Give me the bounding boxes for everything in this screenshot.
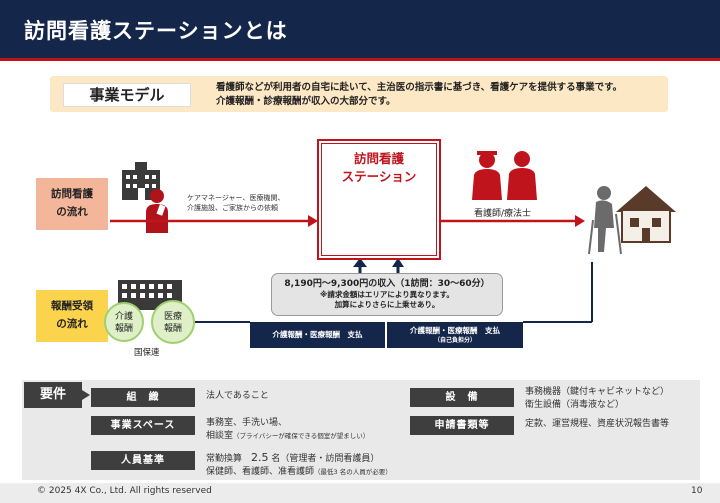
station-box: [317, 139, 441, 260]
payment-flow-label: 報酬受領 の流れ: [36, 290, 108, 342]
req-staffing-suffix: 名（管理者・訪問看護員）: [271, 454, 380, 464]
medical-insurance-line1: 医療: [163, 312, 182, 322]
requirements-tag: 要件: [24, 382, 90, 408]
income-arrow-left: [353, 258, 367, 267]
req-value-space-note: （プライバシーが確保できる個室が望ましい）: [233, 432, 370, 440]
business-model-description: 看護師などが利用者の自宅に赴いて、主治医の指示書に基づき、看護ケアを提供する事業…: [216, 81, 666, 109]
business-model-line2: 介護報酬・診療報酬が収入の大部分です。: [216, 96, 396, 107]
req-staffing-prefix: 常勤換算: [206, 454, 243, 464]
req-staffing-roles: 保健師、看護師、准看護師: [206, 467, 315, 477]
footer-copyright: © 2025 4X Co., Ltd. All rights reserved: [37, 486, 212, 496]
req-staffing-number: 2.5: [251, 451, 269, 464]
station-box-inner: [321, 143, 437, 256]
header-divider: [0, 58, 720, 61]
income-note-1: ※請求金額はエリアにより異なります。: [320, 290, 454, 299]
req-key-equipment: 設 備: [410, 388, 514, 407]
station-title-line1: 訪問看護: [353, 151, 404, 166]
station-title: 訪問看護 ステーション: [317, 150, 441, 186]
page-number: 10: [691, 486, 703, 496]
insurance-org-label: 国保連: [134, 348, 160, 358]
req-value-organization: 法人であること: [206, 391, 269, 401]
income-note-2: 加算によりさらに上乗せあり。: [334, 300, 440, 309]
care-insurance-line2: 報酬: [114, 324, 133, 334]
nurse-icon: [472, 151, 502, 200]
payment-label-right-text: 介護報酬・医療報酬 支払: [410, 326, 500, 335]
care-flow-label: 訪問看護 の流れ: [36, 178, 108, 230]
business-model-label: 事業モデル: [63, 83, 191, 107]
req-value-equipment: 事務機器（鍵付キャビネットなど） 衛生設備（消毒液など）: [525, 386, 669, 412]
staff-label: 看護師/療法士: [474, 209, 532, 219]
req-key-space: 事業スペース: [91, 416, 195, 435]
req-key-documents: 申請書類等: [410, 416, 514, 435]
elderly-person-icon: [588, 186, 622, 255]
payment-flow-line1: 報酬受領: [51, 300, 93, 312]
req-value-staffing: 常勤換算 2.5 名（管理者・訪問看護員） 保健師、看護師、准看護師（最低3 名…: [206, 451, 392, 479]
station-title-line2: ステーション: [341, 169, 417, 184]
req-value-staffing-line2: 保健師、看護師、准看護師（最低3 名の人員が必要）: [206, 466, 392, 479]
req-value-space-room: 相談室: [206, 431, 234, 441]
req-key-organization: 組 織: [91, 388, 195, 407]
medical-insurance-line2: 報酬: [163, 324, 182, 334]
therapist-icon: [507, 151, 537, 200]
business-model-line1: 看護師などが利用者の自宅に赴いて、主治医の指示書に基づき、看護ケアを提供する事業…: [216, 82, 623, 93]
req-value-space-line1: 事務室、手洗い場、: [206, 418, 288, 428]
req-value-staffing-line1: 常勤換算 2.5 名（管理者・訪問看護員）: [206, 451, 392, 466]
care-insurance-line1: 介護: [114, 312, 133, 322]
referral-caption-line2: 介護施設、ご家族からの依頼: [187, 204, 278, 212]
care-insurance-circle: 介護 報酬: [104, 302, 144, 342]
income-arrow-right: [392, 258, 404, 267]
req-key-staffing: 人員基準: [91, 451, 195, 470]
payment-flow-line2: の流れ: [56, 318, 88, 330]
referral-caption-line1: ケアマネージャー、医療機関、: [187, 194, 285, 202]
req-value-space-line2: 相談室（プライバシーが確保できる個室が望ましい）: [206, 430, 369, 443]
care-flow-line1: 訪問看護: [51, 188, 93, 200]
header-bar: [0, 0, 720, 58]
footer-bar: [0, 483, 720, 503]
req-value-space: 事務室、手洗い場、 相談室（プライバシーが確保できる個室が望ましい）: [206, 417, 369, 443]
req-value-equipment-line1: 事務機器（鍵付キャビネットなど）: [525, 387, 670, 397]
caller-person-icon: [146, 189, 168, 233]
payment-label-right: 介護報酬・医療報酬 支払 （自己負担分）: [387, 322, 523, 348]
income-box: 8,190円～9,300円の収入（1訪問：30～60分） ※請求金額はエリアによ…: [271, 273, 503, 316]
payment-label-left: 介護報酬・医療報酬 支払: [250, 322, 385, 348]
referral-caption: ケアマネージャー、医療機関、 介護施設、ご家族からの依頼: [187, 193, 284, 213]
req-value-equipment-line2: 衛生設備（消毒液など）: [525, 400, 625, 410]
req-staffing-note: （最低3 名の人員が必要）: [314, 468, 392, 476]
medical-insurance-circle: 医療 報酬: [151, 300, 195, 344]
payment-label-right-note: （自己負担分）: [433, 337, 476, 344]
house-icon: [616, 186, 676, 243]
care-flow-line2: の流れ: [56, 206, 88, 218]
req-value-documents: 定款、運営規程、資産状況報告書等: [525, 419, 670, 429]
page-title: 訪問看護ステーションとは: [24, 19, 288, 43]
income-main: 8,190円～9,300円の収入（1訪問：30～60分）: [284, 279, 490, 289]
